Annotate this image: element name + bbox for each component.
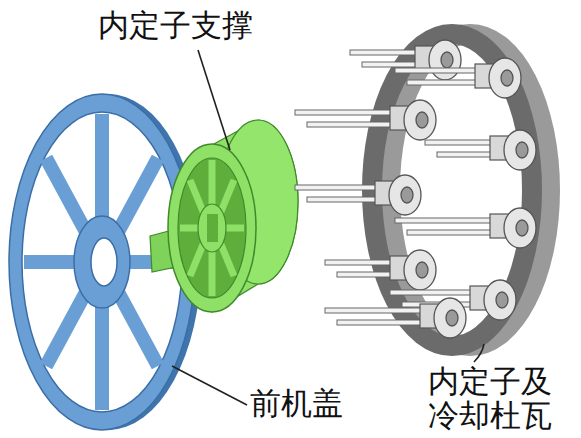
- inner-stator-and-dewar: [295, 34, 550, 346]
- stator-lug: [484, 280, 516, 320]
- stator-lug: [404, 250, 436, 290]
- stator-lug: [404, 100, 436, 140]
- stator-lug: [516, 142, 528, 158]
- part-label: 前机盖: [250, 386, 343, 420]
- stator-lug: [416, 262, 428, 278]
- stator-lug: [429, 40, 461, 80]
- stator-lug: [496, 292, 508, 308]
- stator-lug: [504, 208, 536, 248]
- stator-lug: [401, 187, 413, 203]
- stator-lug: [501, 70, 513, 86]
- stator-lug: [489, 58, 521, 98]
- leader-lines: [172, 50, 484, 405]
- stator-lug: [504, 130, 536, 170]
- inner-stator-support: [150, 120, 298, 312]
- part-label: 内定子支撑: [98, 8, 253, 42]
- stator-lug: [441, 52, 453, 68]
- stator-lug: [416, 112, 428, 128]
- stator-lug: [446, 310, 458, 326]
- part-label: 内定子及 冷却杜瓦: [428, 364, 562, 432]
- stator-lug: [389, 175, 421, 215]
- stator-lug: [434, 298, 466, 338]
- stator-lug: [516, 220, 528, 236]
